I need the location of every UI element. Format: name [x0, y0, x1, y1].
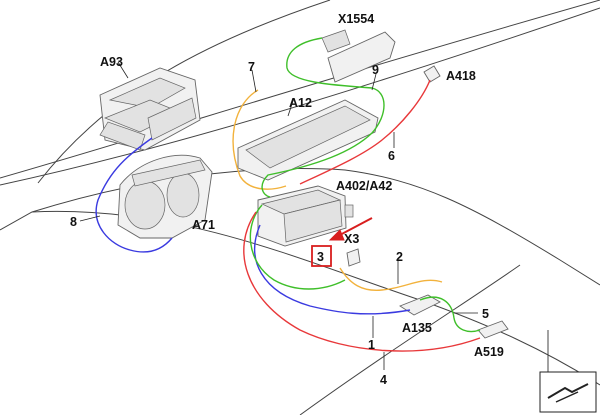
component-a93[interactable]: [99, 67, 201, 151]
wire-orange[interactable]: [232, 89, 443, 291]
component-a418[interactable]: [423, 65, 441, 83]
label-2: 2: [396, 250, 403, 264]
label-a12: A12: [289, 96, 312, 110]
component-a71[interactable]: [117, 154, 213, 239]
component-a519[interactable]: [477, 320, 509, 339]
component-x1554[interactable]: [321, 29, 396, 83]
highlight-box[interactable]: [311, 245, 332, 267]
vehicle-orientation-icon: [539, 371, 597, 413]
wire-blue[interactable]: [95, 137, 411, 315]
label-8: 8: [70, 215, 77, 229]
label-7: 7: [248, 60, 255, 74]
wire-red[interactable]: [243, 79, 481, 352]
label-9: 9: [372, 63, 379, 77]
label-x3: X3: [344, 232, 359, 246]
label-a135: A135: [402, 321, 432, 335]
component-a12[interactable]: [237, 99, 379, 181]
highlight-arrow: [328, 217, 373, 241]
label-a402-a42: A402/A42: [336, 179, 392, 193]
label-5: 5: [482, 307, 489, 321]
component-a135[interactable]: [399, 294, 441, 316]
component-a402-a42[interactable]: [257, 185, 354, 247]
label-a71: A71: [192, 218, 215, 232]
label-a418: A418: [446, 69, 476, 83]
leader-lines: [79, 61, 478, 370]
component-x3[interactable]: [346, 248, 361, 267]
label-3: 3: [317, 250, 324, 264]
label-x1554: X1554: [338, 12, 374, 26]
label-a519: A519: [474, 345, 504, 359]
wire-green[interactable]: [249, 37, 481, 333]
label-a93: A93: [100, 55, 123, 69]
label-1: 1: [368, 338, 375, 352]
label-6: 6: [388, 149, 395, 163]
label-4: 4: [380, 373, 387, 387]
